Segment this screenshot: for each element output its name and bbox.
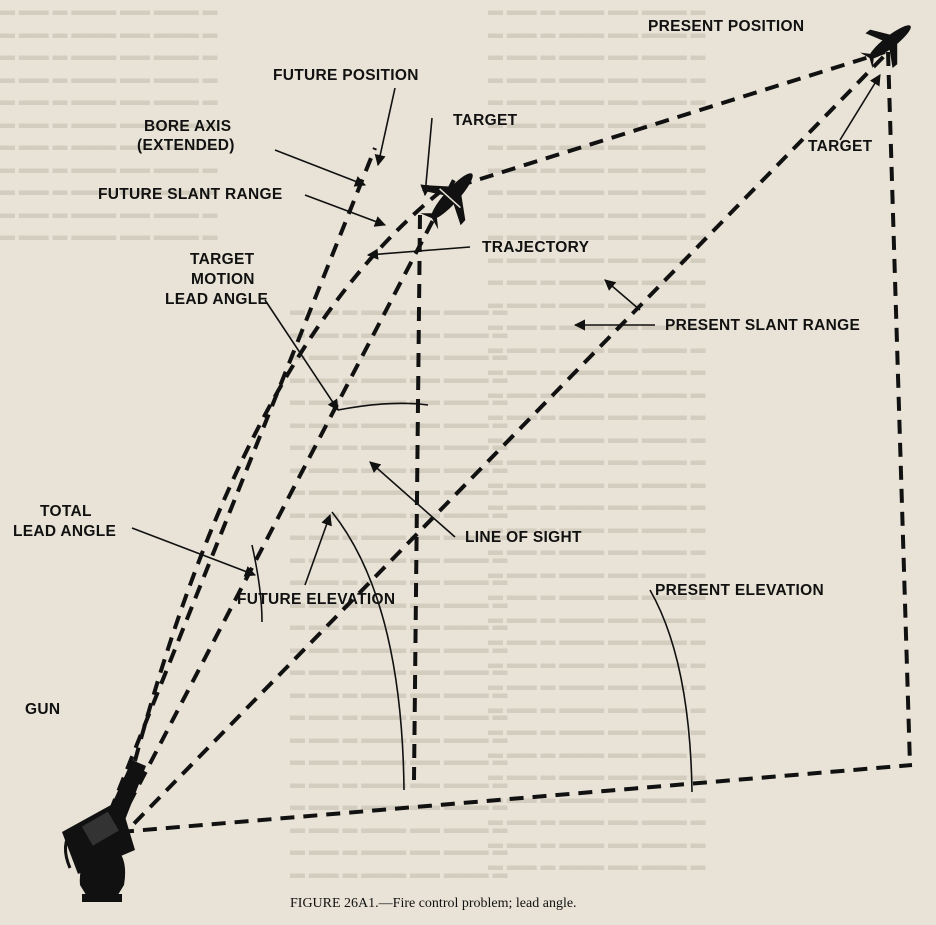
target-motion-arc [337, 402, 429, 411]
present-elevation-arc [649, 589, 693, 793]
label-present-slant-range: PRESENT SLANT RANGE [665, 317, 860, 334]
diagram-labels: PRESENT POSITION FUTURE POSITION BORE AX… [13, 18, 873, 718]
present-position-vertical-line [886, 51, 912, 766]
future-position-vertical-line [412, 214, 422, 781]
future-elevation-arc [331, 511, 405, 791]
figure-caption: FIGURE 26A1.—Fire control problem; lead … [290, 896, 577, 911]
bleed-through-text-middle: ▬ ▬▬ ▬ ▬▬▬ ▬▬ ▬▬▬ ▬▬ ▬▬ ▬ ▬▬▬ ▬▬ ▬▬▬ ▬▬ … [290, 303, 508, 880]
leader-lines [131, 74, 881, 586]
total-lead-arc [251, 544, 263, 623]
label-target-motion-line2: MOTION [191, 271, 255, 288]
label-target-motion-line1: TARGET [190, 251, 255, 268]
bore-axis-line [108, 147, 377, 813]
trajectory-curve [116, 190, 442, 829]
label-gun: GUN [25, 701, 60, 718]
label-bore-axis-line2: (EXTENDED) [137, 137, 235, 154]
present-slant-range-line [116, 48, 892, 842]
label-target-motion-line3: LEAD ANGLE [165, 291, 268, 308]
label-future-elevation: FUTURE ELEVATION [237, 591, 395, 608]
present-position-top-line [457, 50, 886, 188]
label-line-of-sight: LINE OF SIGHT [465, 529, 582, 546]
line-of-sight-line [116, 177, 457, 826]
dashed-lines [108, 48, 913, 842]
ground-line [119, 763, 913, 834]
label-total-lead-line2: LEAD ANGLE [13, 523, 116, 540]
label-present-elevation: PRESENT ELEVATION [655, 582, 824, 599]
gun-icon [62, 760, 146, 902]
label-trajectory: TRAJECTORY [482, 239, 590, 256]
bleed-through-text-left: ▬ ▬▬ ▬ ▬▬▬ ▬▬ ▬▬▬ ▬▬ ▬▬ ▬ ▬▬▬ ▬▬ ▬▬▬ ▬▬ … [0, 3, 218, 244]
target-aircraft-present-icon [860, 25, 911, 69]
label-future-slant-range: FUTURE SLANT RANGE [98, 186, 283, 203]
bleed-through-text-right: ▬ ▬▬ ▬ ▬▬▬ ▬▬ ▬▬▬ ▬▬ ▬▬ ▬ ▬▬▬ ▬▬ ▬▬▬ ▬▬ … [488, 3, 706, 874]
label-future-position: FUTURE POSITION [273, 67, 419, 84]
target-aircraft-future-icon [420, 173, 473, 230]
label-target-top: TARGET [453, 112, 518, 129]
label-target-right: TARGET [808, 138, 873, 155]
label-present-position: PRESENT POSITION [648, 18, 804, 35]
label-total-lead-line1: TOTAL [40, 503, 92, 520]
label-bore-axis-line1: BORE AXIS [144, 118, 231, 135]
